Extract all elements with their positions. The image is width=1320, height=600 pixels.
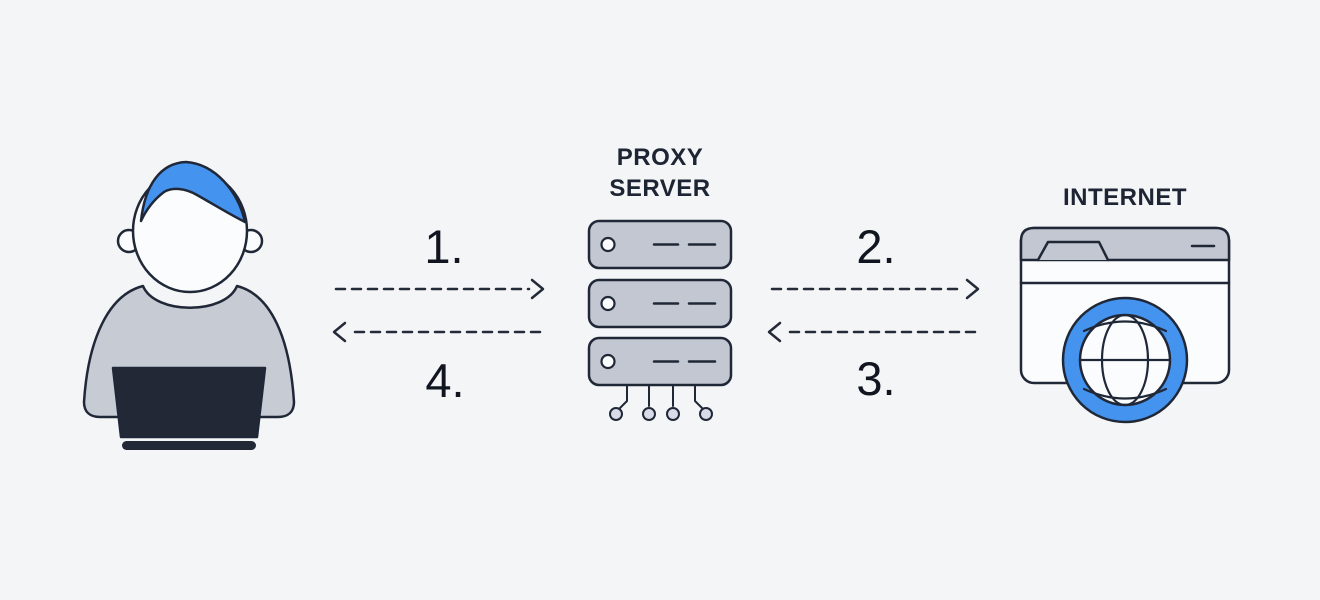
user-laptop-base-icon — [122, 441, 256, 450]
step-2-label: 2. — [856, 220, 896, 273]
arrow-step-1-icon — [334, 278, 545, 300]
browser-tab-icon — [1036, 240, 1110, 262]
connector-dot — [666, 407, 680, 421]
proxy-server-label: PROXY SERVER — [560, 142, 760, 204]
step-1-label: 1. — [424, 220, 464, 273]
proxy-server-label-line1: PROXY — [616, 144, 704, 171]
user-laptop-icon — [111, 366, 267, 439]
arrow-step-3-icon — [767, 321, 977, 343]
server-stack-icon — [587, 219, 733, 421]
proxy-server-label-line2: SERVER — [609, 175, 711, 202]
globe-icon — [1061, 296, 1189, 424]
step-4-label: 4. — [425, 354, 465, 407]
connector-dot — [642, 407, 656, 421]
connector-dot — [699, 407, 713, 421]
user-at-laptop-icon — [82, 160, 296, 450]
step-3-label: 3. — [856, 352, 896, 405]
internet-label: INTERNET — [1063, 184, 1187, 211]
connector-dot — [609, 407, 623, 421]
browser-globe-icon — [1019, 226, 1231, 424]
connector-dots-icon — [609, 407, 713, 421]
arrow-step-2-icon — [770, 278, 980, 300]
arrow-step-4-icon — [332, 321, 542, 343]
server-cables-icon — [618, 385, 704, 410]
user-hair-icon — [139, 160, 247, 224]
